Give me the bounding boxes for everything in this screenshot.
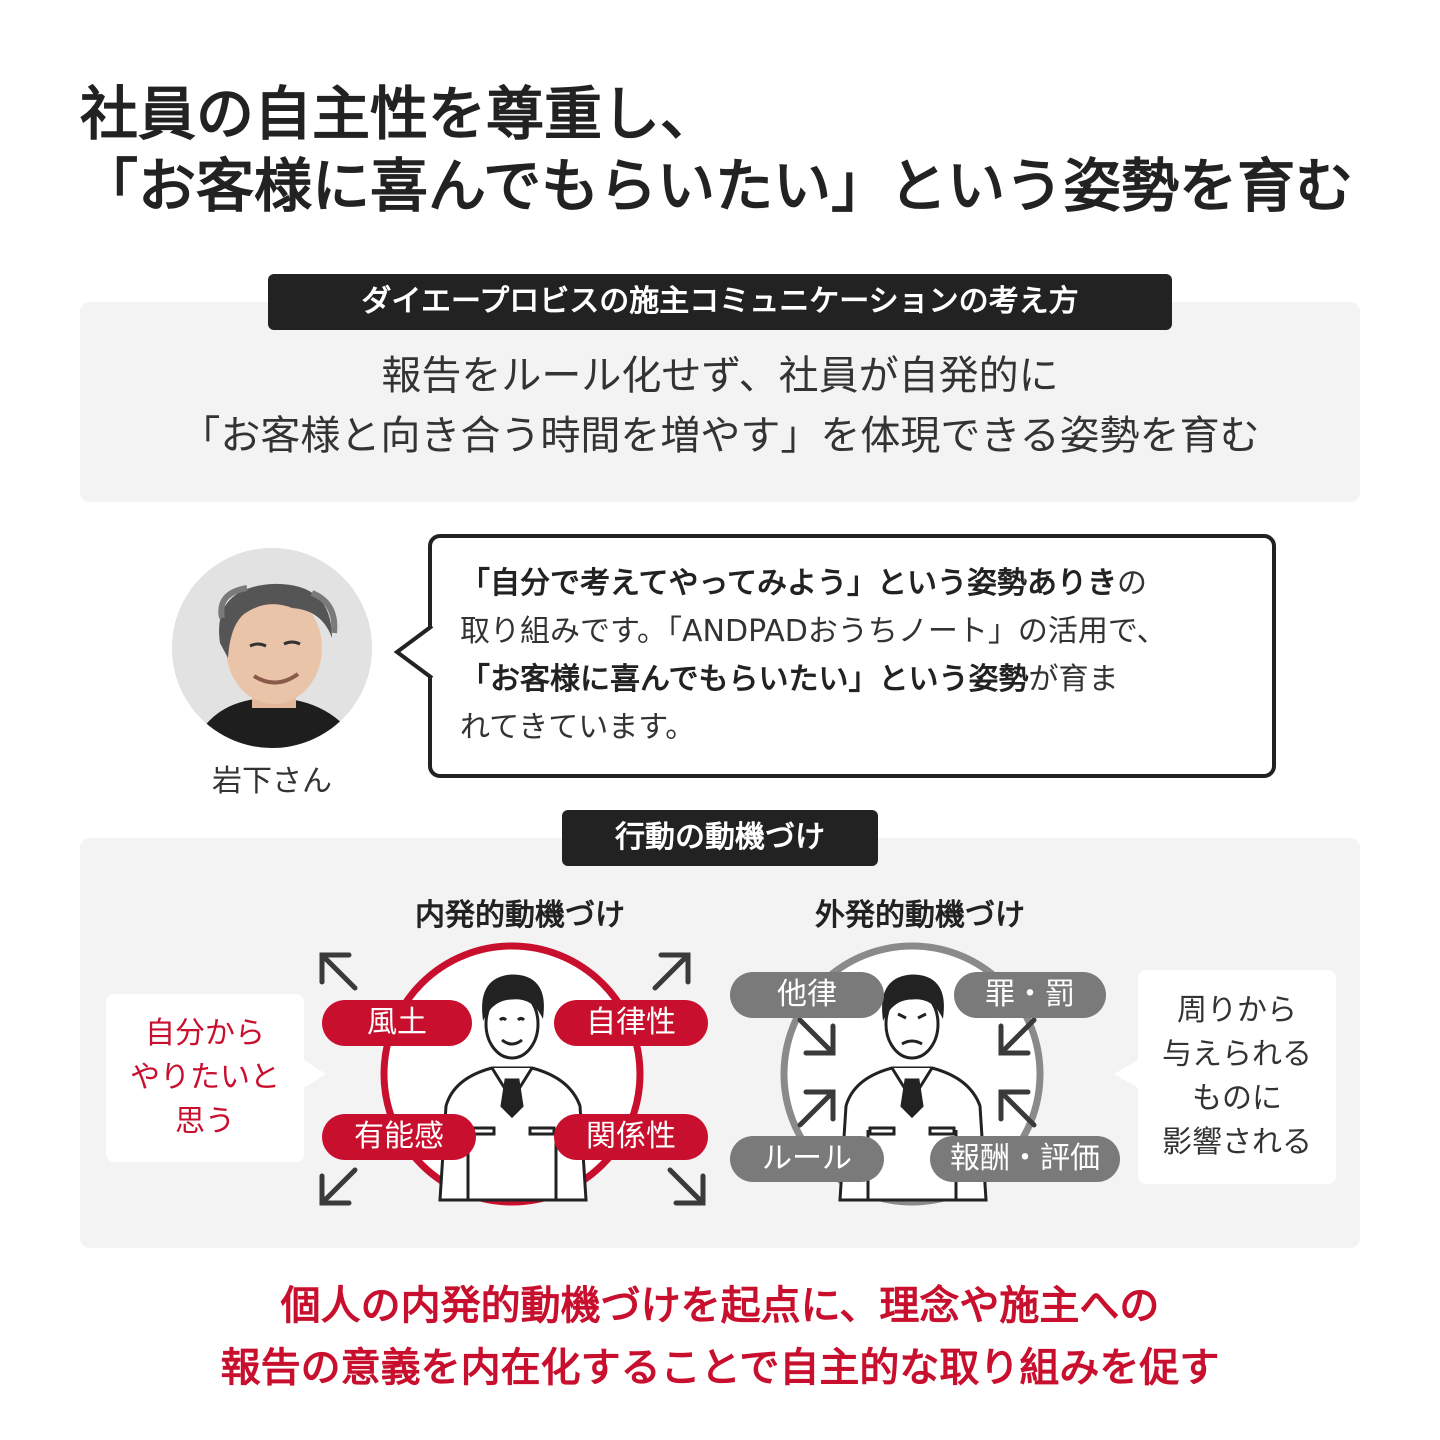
page-title-line1: 社員の自主性を尊重し、	[80, 80, 719, 148]
intrinsic-side-line: やりたいと	[130, 1060, 280, 1095]
quote-line1-rest: の	[1117, 566, 1147, 601]
motivation-tag: 行動の動機づけ	[562, 810, 878, 866]
conclusion-line1: 個人の内発的動機づけを起点に、理念や施主への	[280, 1283, 1160, 1329]
pill-rule: ルール	[730, 1136, 884, 1182]
quote-line3: 「お客様に喜んでもらいたい」という姿勢が育ま	[460, 656, 1260, 704]
extrinsic-heading: 外発的動機づけ	[815, 898, 1025, 933]
person-photo-icon	[172, 548, 372, 748]
pill-houshuu-hyouka: 報酬・評価	[930, 1136, 1120, 1182]
speech-bubble	[428, 534, 1276, 778]
page-title-line2: 「お客様に喜んでもらいたい」という姿勢を育む	[80, 152, 1354, 220]
person-name: 岩下さん	[212, 764, 332, 799]
extrinsic-side-line: 影響される	[1162, 1125, 1312, 1160]
extrinsic-side-line: 周りから	[1177, 993, 1297, 1028]
intrinsic-side-box: 自分から やりたいと 思う	[106, 994, 304, 1162]
extrinsic-side-box: 周りから 与えられる ものに 影響される	[1138, 970, 1336, 1184]
quote-line3-rest: が育ま	[1028, 662, 1119, 697]
conclusion-line2: 報告の意義を内在化することで自主的な取り組みを促す	[220, 1345, 1220, 1391]
extrinsic-side-line: 与えられる	[1162, 1037, 1312, 1072]
pill-kankeisei: 関係性	[554, 1114, 708, 1160]
pill-tsumi-batsu: 罪・罰	[954, 972, 1106, 1018]
pill-jiritsusei: 自律性	[554, 1000, 708, 1046]
philosophy-tag: ダイエープロビスの施主コミュニケーションの考え方	[268, 274, 1172, 330]
quote-line4: れてきています。	[460, 710, 696, 745]
speech-bubble-tail-icon	[393, 624, 434, 680]
intrinsic-side-line: 自分から	[145, 1016, 265, 1051]
quote-line1: 「自分で考えてやってみよう」という姿勢ありきの	[460, 560, 1260, 608]
pill-taritsu: 他律	[730, 972, 884, 1018]
philosophy-line2: 「お客様と向き合う時間を増やす」を体現できる姿勢を育む	[180, 413, 1260, 459]
quote-emphasis-1: 「自分で考えてやってみよう」という姿勢ありき	[460, 566, 1117, 601]
philosophy-line1: 報告をルール化せず、社員が自発的に	[381, 353, 1059, 399]
intrinsic-side-line: 思う	[175, 1104, 235, 1139]
quote-line2: 取り組みです。「ANDPADおうちノート」の活用で、	[460, 614, 1167, 649]
quote-text: 「自分で考えてやってみよう」という姿勢ありきの 取り組みです。「ANDPADおう…	[460, 560, 1260, 752]
page-title: 社員の自主性を尊重し、 「お客様に喜んでもらいたい」という姿勢を育む	[80, 78, 1380, 222]
philosophy-panel	[80, 302, 1360, 502]
intrinsic-heading: 内発的動機づけ	[415, 898, 625, 933]
quote-emphasis-2: 「お客様に喜んでもらいたい」という姿勢	[460, 662, 1029, 697]
conclusion: 個人の内発的動機づけを起点に、理念や施主への 報告の意義を内在化することで自主的…	[80, 1275, 1360, 1399]
pill-fuudo: 風土	[322, 1000, 472, 1046]
avatar	[172, 548, 372, 748]
philosophy-text: 報告をルール化せず、社員が自発的に 「お客様と向き合う時間を増やす」を体現できる…	[80, 346, 1360, 466]
extrinsic-side-line: ものに	[1192, 1081, 1282, 1116]
pill-yuunoukan: 有能感	[322, 1114, 476, 1160]
